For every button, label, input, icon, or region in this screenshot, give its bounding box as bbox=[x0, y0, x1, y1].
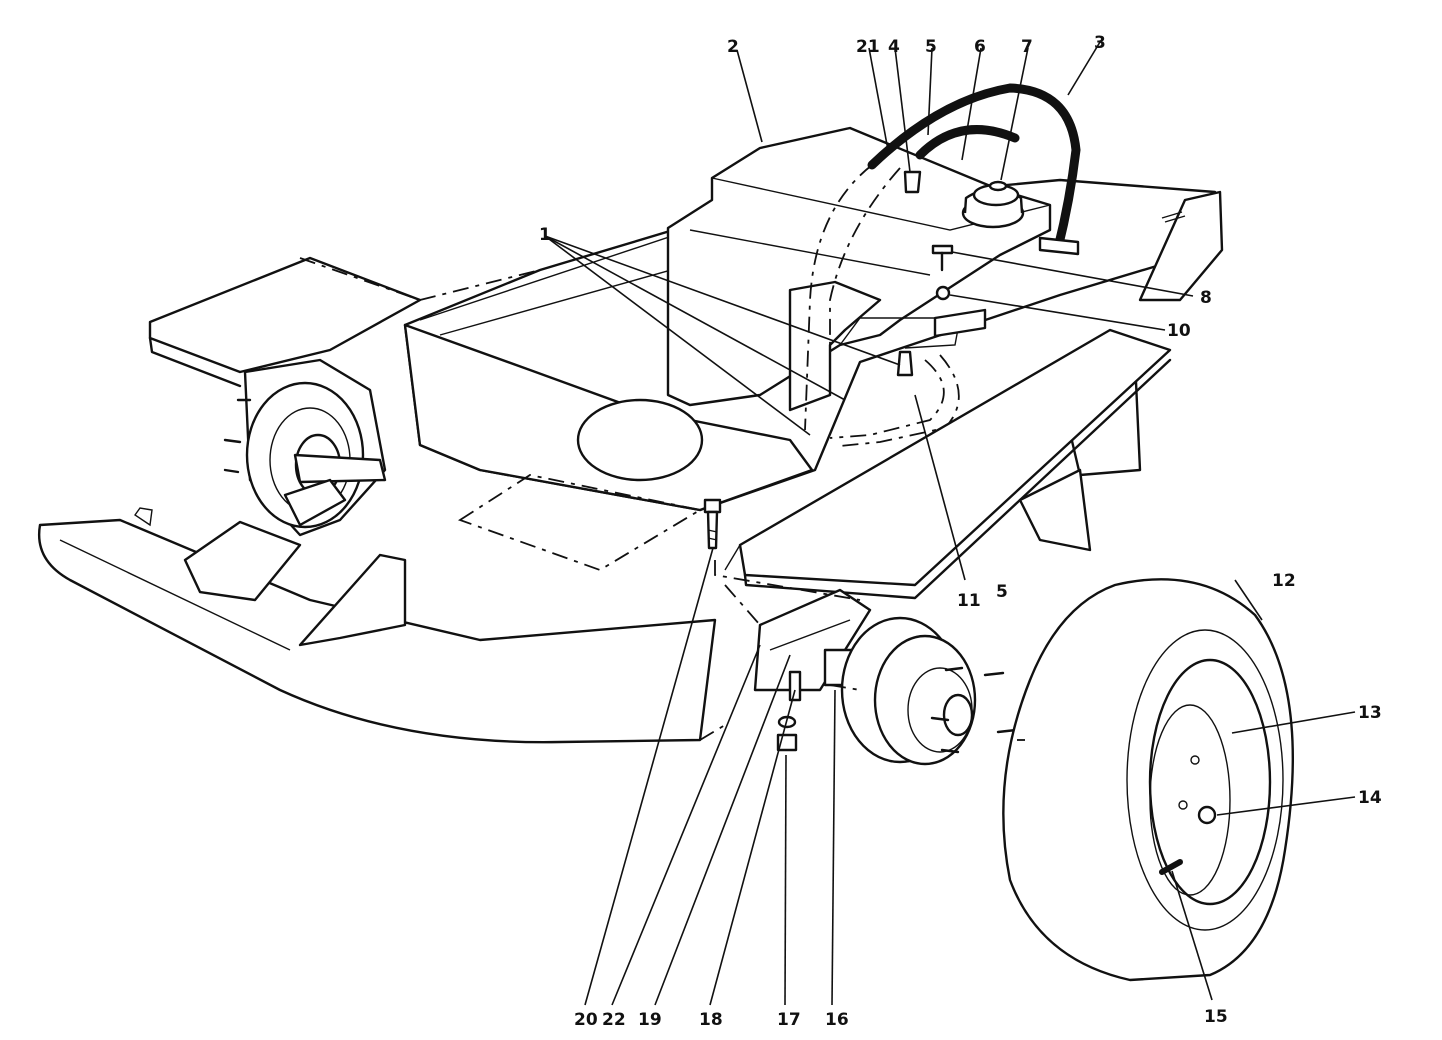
callout-11: 11 bbox=[957, 591, 981, 611]
callout-6: 6 bbox=[974, 37, 986, 57]
callout-12: 12 bbox=[1272, 571, 1296, 591]
callout-15: 15 bbox=[1204, 1007, 1228, 1027]
callout-5: 5 bbox=[925, 37, 937, 57]
callout-16: 16 bbox=[825, 1010, 849, 1030]
callout-22: 22 bbox=[602, 1010, 626, 1030]
callout-3: 3 bbox=[1094, 33, 1106, 53]
callout-4: 4 bbox=[888, 37, 900, 57]
callout-2: 2 bbox=[727, 37, 739, 57]
rear-deck bbox=[148, 256, 422, 388]
callout-8: 8 bbox=[1200, 288, 1212, 308]
fuel-hose bbox=[804, 83, 1081, 447]
fuel-tank bbox=[666, 126, 1052, 412]
fuel-cap bbox=[961, 180, 1025, 229]
callout-20: 20 bbox=[574, 1010, 598, 1030]
bolt-20 bbox=[703, 498, 722, 550]
callout-18: 18 bbox=[699, 1010, 723, 1030]
callout-1: 1 bbox=[539, 225, 551, 245]
callout-13: 13 bbox=[1358, 703, 1382, 723]
callout-10: 10 bbox=[1167, 321, 1191, 341]
left-brake-drum bbox=[223, 358, 387, 537]
callout-19: 19 bbox=[638, 1010, 662, 1030]
footrest-pan bbox=[37, 507, 717, 744]
leader-lines bbox=[544, 41, 1356, 1006]
tire-wheel bbox=[1002, 578, 1295, 982]
callout-7: 7 bbox=[1021, 37, 1033, 57]
right-brake-drum bbox=[840, 616, 1018, 766]
tank-bracket bbox=[896, 170, 1080, 377]
callout-17: 17 bbox=[777, 1010, 801, 1030]
callout-5-lower: 5 bbox=[996, 582, 1008, 602]
callout-21: 21 bbox=[856, 37, 880, 57]
hidden-lines bbox=[299, 257, 1025, 741]
callout-14: 14 bbox=[1358, 788, 1382, 808]
